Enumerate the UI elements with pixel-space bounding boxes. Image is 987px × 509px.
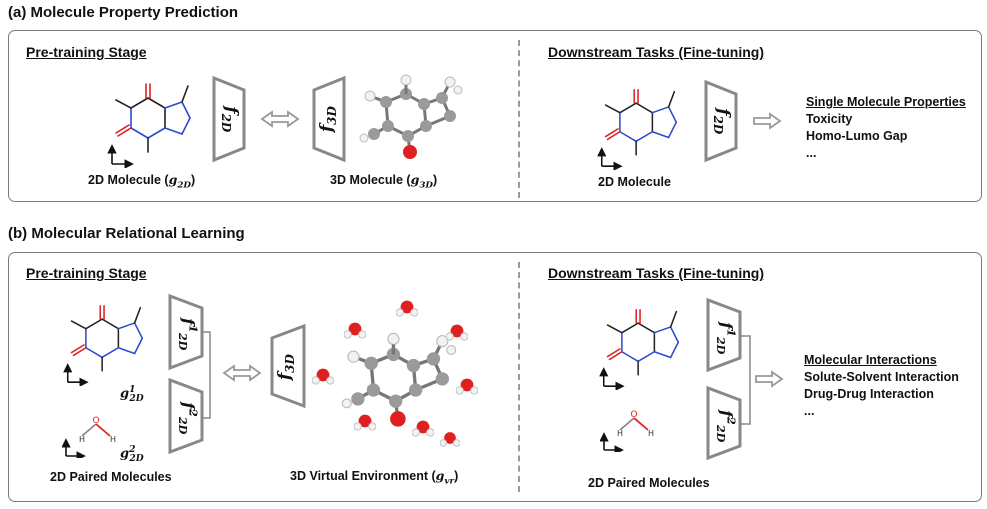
encoder-3d-trapezoid	[270, 323, 306, 409]
encoder-2d-trapezoid	[212, 75, 246, 163]
property-list-item: Homo-Lumo Gap	[806, 129, 908, 143]
water-3d-molecule	[412, 420, 434, 437]
encoder-join-bracket	[202, 331, 211, 419]
water-3d-molecule	[396, 300, 418, 317]
section-a-2d-molecule-caption: 2D Molecule (g2D)	[88, 172, 196, 191]
water-3d-molecule	[446, 324, 468, 341]
section-b-divider	[518, 262, 520, 492]
section-a-downstream-molecule-caption: 2D Molecule	[598, 175, 671, 189]
section-a-pretrain-title: Pre-training Stage	[26, 44, 147, 60]
caffeine-2d-molecule	[112, 84, 190, 164]
encoder-2d-1-label: f12D	[713, 322, 739, 355]
water-3d-molecule	[456, 378, 478, 395]
encoder-2d-1-trapezoid	[168, 293, 204, 371]
encoder-2d-1-trapezoid	[706, 297, 742, 373]
caffeine-3d-molecule	[340, 331, 458, 429]
caffeine-3d-molecule	[358, 73, 464, 161]
encoder-2d-1-label: f12D	[175, 318, 201, 351]
water-2d-molecule	[66, 416, 116, 456]
section-b-env-caption: 3D Virtual Environment (gvr)	[290, 468, 459, 487]
interaction-list-item: ...	[804, 404, 815, 418]
section-a-divider	[518, 40, 520, 198]
encoder-2d-trapezoid	[704, 79, 738, 163]
encoder-2d-label: f2D	[218, 106, 242, 133]
encoder-3d-label: f3D	[274, 354, 298, 381]
molecule-2-label: g22D	[120, 444, 144, 464]
encoder-2d-2-trapezoid	[706, 385, 742, 461]
double-arrow-icon	[223, 365, 261, 381]
encoder-2d-2-label: f22D	[713, 410, 739, 443]
property-list-item: Toxicity	[806, 112, 853, 126]
water-3d-molecule	[440, 431, 460, 447]
encoder-3d-label: f3D	[316, 106, 340, 133]
water-3d-molecule	[354, 414, 376, 431]
encoder-2d-2-label: f22D	[175, 402, 201, 435]
interaction-list-item: Solute-Solvent Interaction	[804, 370, 959, 384]
interaction-list-header: Molecular Interactions	[804, 353, 937, 367]
water-2d-molecule	[604, 410, 654, 450]
interaction-list-item: Drug-Drug Interaction	[804, 387, 934, 401]
encoder-2d-label: f2D	[710, 108, 734, 135]
section-b-pair-caption: 2D Paired Molecules	[50, 470, 172, 484]
molecule-1-label: g12D	[120, 384, 144, 404]
section-a-property-list: Single Molecule Properties Toxicity Homo…	[806, 94, 966, 162]
caffeine-2d-molecule	[68, 306, 143, 382]
caffeine-2d-molecule	[604, 310, 679, 386]
property-list-header: Single Molecule Properties	[806, 95, 966, 109]
double-arrow-icon	[261, 111, 299, 127]
section-a-title: (a) Molecule Property Prediction	[8, 4, 239, 21]
right-arrow-icon	[753, 113, 781, 129]
section-b-downstream-pair-caption: 2D Paired Molecules	[588, 476, 710, 490]
section-a-panel	[8, 30, 982, 202]
water-3d-molecule	[344, 322, 366, 339]
section-b-interaction-list: Molecular Interactions Solute-Solvent In…	[804, 352, 959, 420]
section-b-pretrain-title: Pre-training Stage	[26, 265, 147, 281]
caffeine-2d-molecule	[602, 90, 677, 166]
section-a-downstream-title: Downstream Tasks (Fine-tuning)	[548, 44, 764, 60]
water-3d-molecule	[312, 368, 334, 385]
encoder-join-bracket	[740, 335, 751, 425]
property-list-item: ...	[806, 146, 817, 160]
encoder-2d-2-trapezoid	[168, 377, 204, 455]
section-b-downstream-title: Downstream Tasks (Fine-tuning)	[548, 265, 764, 281]
section-b-title: (b) Molecular Relational Learning	[8, 225, 245, 242]
right-arrow-icon	[755, 371, 783, 387]
encoder-3d-trapezoid	[312, 75, 346, 163]
section-b-panel	[8, 252, 982, 502]
section-a-3d-molecule-caption: 3D Molecule (g3D)	[330, 172, 438, 191]
